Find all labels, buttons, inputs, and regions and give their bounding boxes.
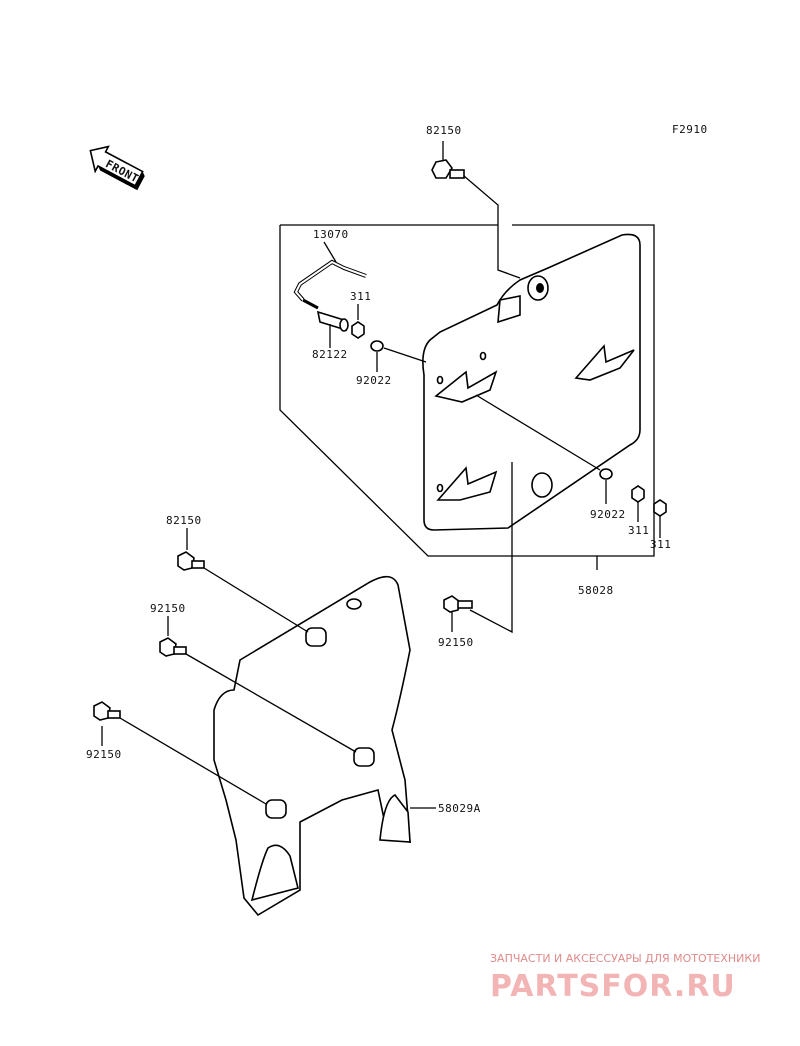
- nut-311-a: [351, 321, 365, 339]
- label-311-a: 311: [350, 290, 371, 303]
- label-82150-top: 82150: [426, 124, 462, 137]
- license-plate: [422, 233, 641, 531]
- figure-code: F2910: [672, 123, 708, 136]
- label-82150-left: 82150: [166, 514, 202, 527]
- bolt-92150-left-1: [159, 637, 187, 657]
- nut-311-b: [631, 485, 645, 503]
- guard-58029A: [213, 575, 411, 917]
- front-arrow-icon: FRONT: [89, 145, 145, 191]
- wire-13070: [293, 241, 367, 310]
- watermark-tagline: ЗАПЧАСТИ И АКСЕССУАРЫ ДЛЯ МОТОТЕХНИКИ: [490, 952, 760, 965]
- label-82122: 82122: [312, 348, 348, 361]
- bolt-92150-center: [443, 595, 473, 613]
- nut-311-c: [653, 499, 667, 517]
- label-92150-center: 92150: [438, 636, 474, 649]
- bolt-82150-left: [177, 551, 205, 571]
- collar-82122: [316, 310, 349, 332]
- label-92022-b: 92022: [590, 508, 626, 521]
- label-92150-left-1: 92150: [150, 602, 186, 615]
- bolt-82150-top: [431, 141, 465, 179]
- label-311-b: 311: [628, 524, 649, 537]
- label-58029A: 58029A: [438, 802, 481, 815]
- label-92022-a: 92022: [356, 374, 392, 387]
- assembly-box: [279, 225, 598, 570]
- label-13070: 13070: [313, 228, 349, 241]
- label-311-c: 311: [650, 538, 671, 551]
- washer-92022-b: [599, 468, 613, 480]
- label-92150-left-2: 92150: [86, 748, 122, 761]
- watermark-brand: PARTSFOR.RU: [490, 969, 736, 1004]
- label-58028: 58028: [578, 584, 614, 597]
- bolt-92150-left-2: [93, 701, 121, 721]
- washer-92022-a: [370, 340, 384, 352]
